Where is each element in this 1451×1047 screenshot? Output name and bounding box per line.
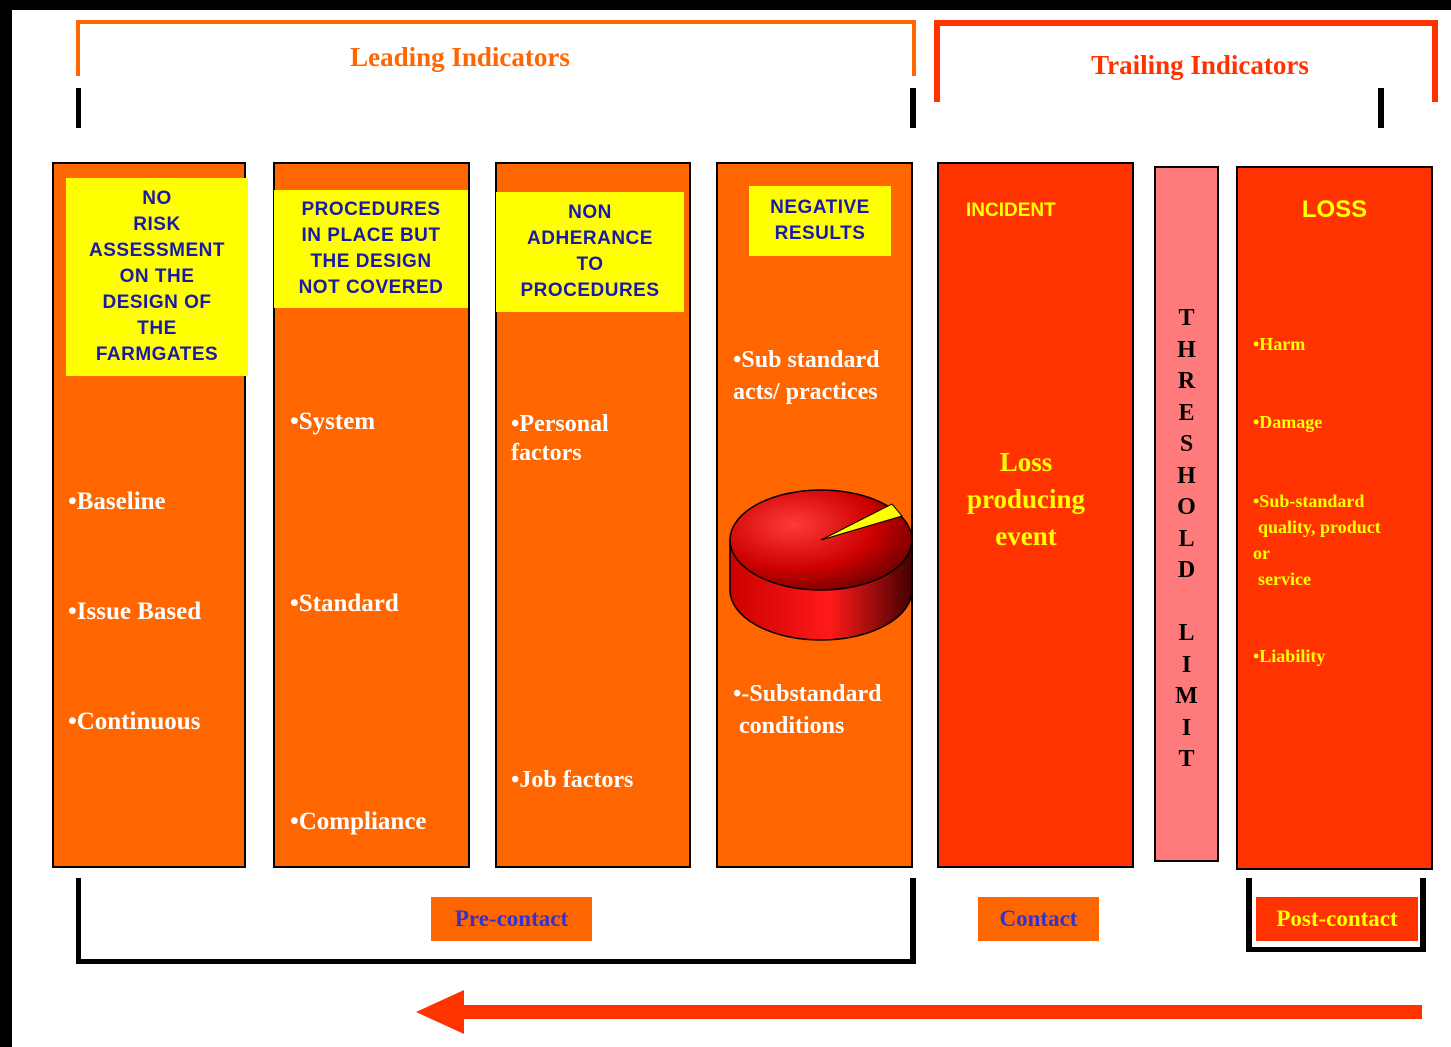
- leading-tick-right: [910, 88, 916, 128]
- item-sub-standard: •Sub standard: [733, 347, 880, 373]
- item-continuous: •Continuous: [68, 708, 201, 735]
- loss-label: LOSS: [1301, 196, 1368, 223]
- item-standard: •Standard: [290, 590, 399, 617]
- loss-item-sub-standard: •Sub-standard: [1253, 491, 1365, 511]
- leading-title: Leading Indicators: [350, 42, 570, 72]
- column-incident: [937, 162, 1134, 868]
- item-substandard: •-Substandard: [733, 681, 882, 707]
- phase-pre-contact: Pre-contact: [431, 897, 592, 941]
- pre-contact-bracket: [76, 878, 916, 964]
- leading-bracket: [76, 20, 916, 76]
- item-personal-factors: factors: [511, 440, 582, 466]
- left-arrow-icon: [416, 990, 1422, 1034]
- loss-item-liability: •Liability: [1253, 646, 1326, 666]
- item-acts-practices: acts/ practices: [733, 379, 878, 405]
- post-contact-bracket: [1246, 878, 1426, 952]
- loss-item-quality: quality, product: [1258, 517, 1381, 537]
- trailing-title: Trailing Indicators: [1091, 50, 1309, 80]
- column-loss: [1236, 166, 1433, 870]
- loss-item-service: service: [1258, 569, 1311, 589]
- phase-contact: Contact: [978, 897, 1099, 941]
- item-compliance: •Compliance: [290, 808, 427, 835]
- item-job-factors: •Job factors: [511, 767, 634, 793]
- loss-item-harm: •Harm: [1253, 334, 1306, 354]
- loss-item-damage: •Damage: [1253, 412, 1323, 432]
- item-issue-based: •Issue Based: [68, 598, 202, 625]
- item-conditions: conditions: [739, 713, 845, 739]
- trailing-bracket: [934, 20, 1438, 102]
- threshold-limit-bar: [1154, 166, 1219, 862]
- loss-item-or: or: [1253, 543, 1270, 563]
- trailing-tick: [1378, 88, 1384, 128]
- incident-label: INCIDENT: [966, 200, 1056, 221]
- item-system: •System: [290, 408, 376, 435]
- phase-post-contact: Post-contact: [1256, 897, 1418, 941]
- item-baseline: •Baseline: [68, 488, 166, 515]
- pie-chart-icon: [729, 489, 913, 641]
- leading-tick-left: [76, 88, 81, 128]
- item-personal: •Personal: [511, 411, 609, 437]
